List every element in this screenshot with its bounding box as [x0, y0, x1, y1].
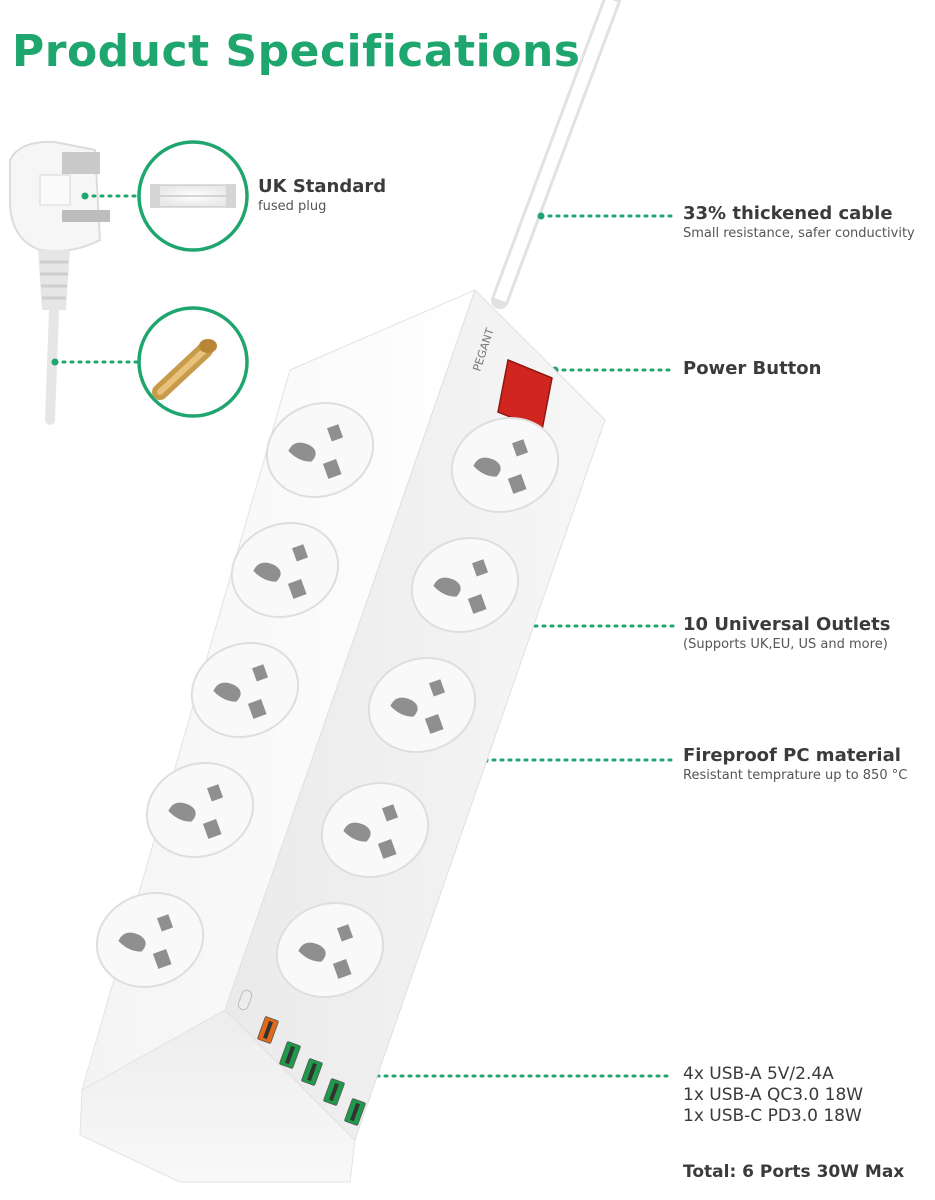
universal-outlet-icon: [367, 656, 477, 754]
usb-spec-list: 4x USB-A 5V/2.4A 1x USB-A QC3.0 18W 1x U…: [683, 1064, 863, 1127]
callout-material-sub: Resistant temprature up to 850 °C: [683, 768, 908, 783]
universal-outlet-icon: [145, 761, 255, 859]
usb-spec-line: 1x USB-A QC3.0 18W: [683, 1085, 864, 1105]
usb-a-port-icon: [344, 1098, 366, 1126]
page-title: Product Specifications: [12, 26, 581, 77]
callout-material: Fireproof PC material Resistant tempratu…: [683, 745, 907, 783]
callout-outlets-heading: 10 Universal Outlets: [683, 614, 891, 635]
usb-ports-group: [237, 989, 366, 1126]
usb-spec-line: 4x USB-A 5V/2.4A: [683, 1064, 834, 1084]
outlets-group: [95, 401, 560, 999]
callout-cable-sub: Small resistance, safer conductivity: [683, 226, 915, 241]
universal-outlet-icon: [450, 416, 560, 514]
fuse-detail-icon: [137, 140, 249, 252]
callout-power-heading: Power Button: [683, 358, 822, 379]
usb-spec-line: 1x USB-C PD3.0 18W: [683, 1106, 862, 1126]
universal-outlet-icon: [230, 521, 340, 619]
universal-outlet-icon: [410, 536, 520, 634]
callout-cable: 33% thickened cable Small resistance, sa…: [683, 203, 915, 241]
universal-outlet-icon: [95, 891, 205, 989]
universal-outlet-icon: [265, 401, 375, 499]
usb-a-port-icon: [323, 1078, 345, 1106]
callout-cable-heading: 33% thickened cable: [683, 203, 893, 224]
usb-c-port-icon: [237, 989, 253, 1011]
callout-outlets: 10 Universal Outlets (Supports UK,EU, US…: [683, 614, 890, 652]
usb-a-port-icon: [301, 1058, 323, 1086]
universal-outlet-icon: [320, 781, 430, 879]
callout-plug-heading: UK Standard: [258, 176, 387, 197]
universal-outlet-icon: [190, 641, 300, 739]
callout-plug: UK Standard fused plug: [258, 176, 386, 214]
copper-wire-icon: [137, 306, 249, 418]
usb-total: Total: 6 Ports 30W Max: [683, 1162, 905, 1182]
callout-material-heading: Fireproof PC material: [683, 745, 901, 766]
usb-a-port-icon: [257, 1016, 279, 1044]
universal-outlet-icon: [275, 901, 385, 999]
callout-outlets-sub: (Supports UK,EU, US and more): [683, 637, 888, 652]
callout-power: Power Button: [683, 358, 821, 379]
usb-a-port-icon: [279, 1041, 301, 1069]
callout-plug-sub: fused plug: [258, 199, 327, 214]
leader-lines: [53, 194, 675, 1078]
uk-plug-image: [9, 140, 110, 425]
